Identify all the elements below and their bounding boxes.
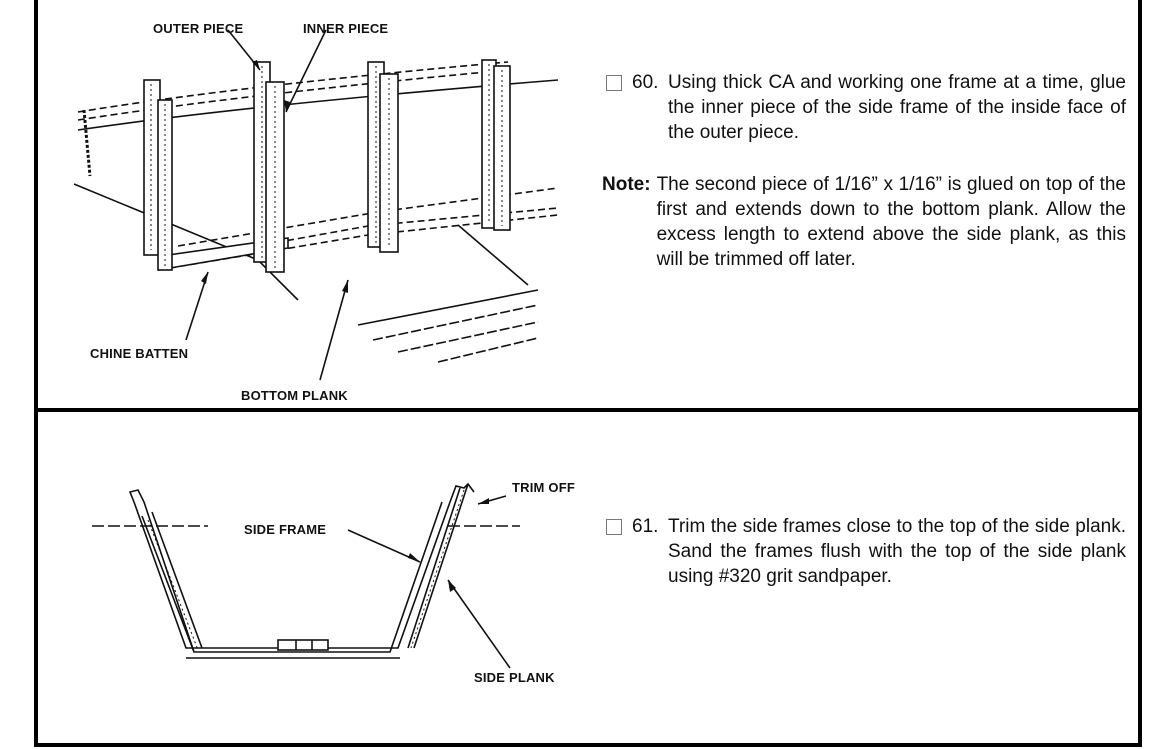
step-number: 61. <box>632 516 659 537</box>
step-number: 60. <box>632 72 659 93</box>
step-text: Trim the side frames close to the top of… <box>668 516 1126 587</box>
note-text: The second piece of 1/16” x 1/16” is glu… <box>656 174 1126 270</box>
step-61-panel: TRIM OFF SIDE FRAME SIDE PLANK 61. Trim … <box>34 408 1142 747</box>
inner-piece-label: INNER PIECE <box>303 21 388 36</box>
note: Note: The second piece of 1/16” x 1/16” … <box>602 172 1126 272</box>
trim-off-label: TRIM OFF <box>512 480 575 495</box>
step-60: 60. Using thick CA and working one frame… <box>606 70 1126 145</box>
outer-piece-label: OUTER PIECE <box>153 21 243 36</box>
trim-frames-figure: TRIM OFF SIDE FRAME SIDE PLANK <box>92 480 575 685</box>
step-61: 61. Trim the side frames close to the to… <box>606 514 1126 589</box>
side-plank-label: SIDE PLANK <box>474 670 555 685</box>
side-frame-label: SIDE FRAME <box>244 522 326 537</box>
step-60-panel: OUTER PIECE INNER PIECE CHINE BATTEN BOT… <box>34 0 1142 412</box>
note-label: Note: <box>602 174 651 195</box>
bottom-plank-label: BOTTOM PLANK <box>241 388 348 403</box>
step-60-checkbox[interactable] <box>606 75 622 91</box>
chine-batten-label: CHINE BATTEN <box>90 346 188 361</box>
step-text: Using thick CA and working one frame at … <box>668 72 1126 143</box>
step-61-checkbox[interactable] <box>606 519 622 535</box>
frame-assembly-figure: OUTER PIECE INNER PIECE CHINE BATTEN BOT… <box>73 21 559 403</box>
